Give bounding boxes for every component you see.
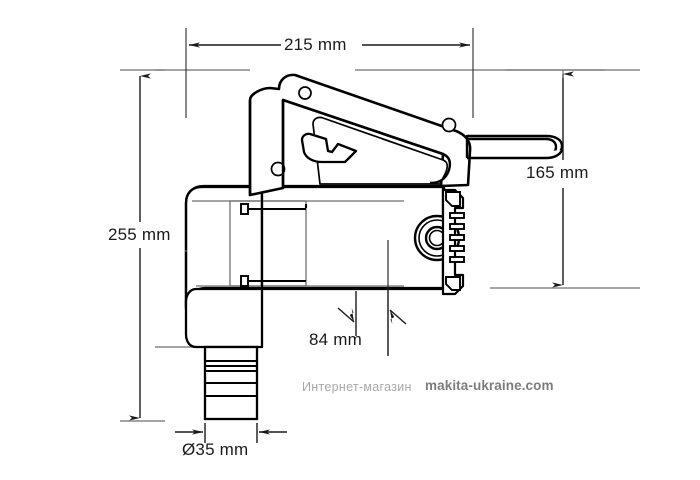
nozzle-neck <box>184 287 264 349</box>
mount-hole-lower <box>270 161 286 177</box>
dimension-255mm <box>120 69 165 422</box>
arrow-84-right <box>389 309 407 325</box>
handle <box>248 73 472 197</box>
extension-lines-thin <box>185 28 474 118</box>
dimension-label-165mm: 165 mm <box>526 163 589 182</box>
watermark-shop-text: Интернет-магазин <box>302 380 412 394</box>
vent-corner-notches <box>445 191 461 291</box>
dimension-label-215mm: 215 mm <box>284 35 347 54</box>
dimension-diameter-35mm <box>155 346 287 443</box>
dimension-label-255mm: 255 mm <box>108 225 171 244</box>
collar-cross-lines <box>248 208 306 282</box>
dimension-label-diameter-35mm: Ø35 mm <box>182 440 249 459</box>
handle-post <box>248 100 285 196</box>
collar-band-edges <box>260 187 308 289</box>
collar-band <box>229 200 307 287</box>
handle-mount-holes <box>270 86 457 177</box>
handle-grip-curve <box>282 98 452 185</box>
mount-hole-upper <box>298 86 312 100</box>
handle-inner-opening <box>312 116 449 185</box>
arrow-84-left <box>337 307 355 323</box>
dimension-165mm <box>490 69 640 289</box>
nozzle-ribs <box>205 360 257 397</box>
mount-hole-right <box>441 117 457 133</box>
vent-slots <box>449 212 465 263</box>
power-cord <box>465 134 564 160</box>
dimension-label-84mm: 84 mm <box>309 330 362 349</box>
watermark-domain-text: makita-ukraine.com <box>425 378 554 393</box>
trigger <box>300 132 358 164</box>
